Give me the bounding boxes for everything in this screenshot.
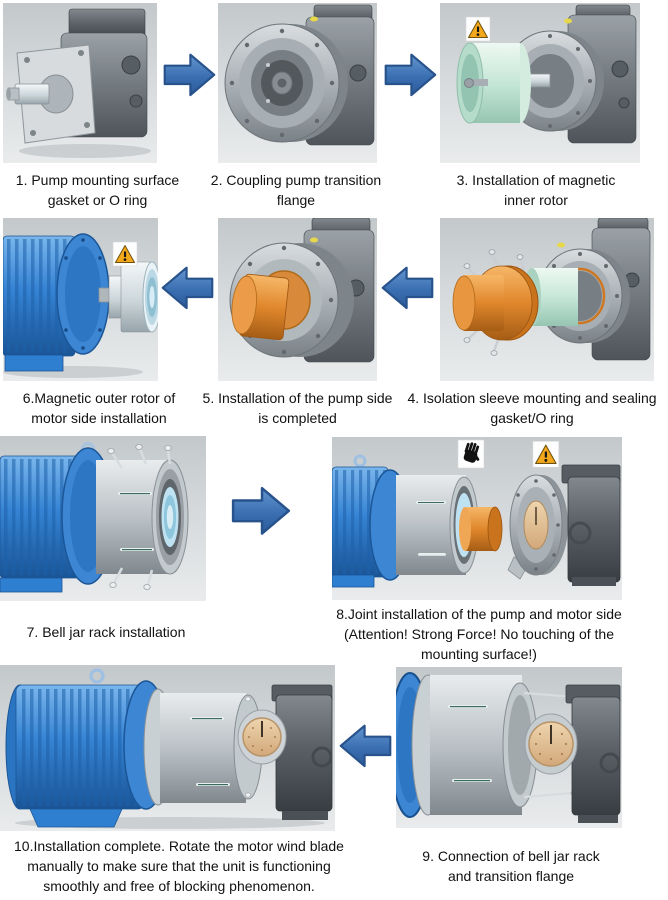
step-1-image [3,3,157,163]
arrow-step5-to-step6 [160,264,215,319]
step-2-image [218,3,377,163]
step-8-image [332,437,622,600]
arrow-step2-to-step3 [383,51,438,102]
eye-bolt [89,668,105,684]
bolt-holes [229,28,335,138]
orange-flanged-cup [452,249,539,356]
no-touch-hand-icon [457,439,485,469]
step-6-image [3,218,158,381]
isolation-cap [231,273,290,341]
arrow-step7-to-step8 [230,484,292,544]
motor-feet [29,808,123,828]
shadow [19,144,151,158]
warning-icon [465,16,491,42]
callout-dot [310,237,318,243]
callout-dot [557,242,565,248]
step-10-caption: 10.Installation complete. Rotate the mot… [14,838,344,894]
pump-body [561,464,621,586]
coupling-gauge [524,713,578,775]
step-4-caption: 4. Isolation sleeve mounting and sealing… [407,390,657,426]
warning-icon [112,241,138,267]
step-7-image [0,436,206,601]
bell-jar-rack [96,443,189,590]
motor [3,233,110,372]
step-3-image [440,3,640,163]
magnetic-inner-rotor [456,42,531,124]
step-10-image [0,665,335,831]
step-7-caption: 7. Bell jar rack installation [26,624,186,640]
bolts [107,443,172,590]
arrow-step4-to-step5 [380,264,435,319]
bell-jar-rack [411,674,580,816]
arrow-step9-to-step10 [338,722,393,772]
step-8-caption: 8.Joint installation of the pump and mot… [336,606,622,662]
transition-flange [224,16,348,143]
motor [5,680,169,828]
callout-dot [564,18,572,24]
callout-dot [310,16,318,22]
motor [0,447,115,593]
magnetic-rotor [459,506,503,552]
coupling-gauge [237,709,287,765]
bell-jar-rack [143,688,263,806]
eye-bolt [353,454,367,468]
transition-flange-disc [507,474,568,580]
warning-icon [532,440,560,468]
step-4-image [440,218,654,381]
magnetic-outer-rotor [108,261,158,333]
step-9-image [396,667,622,828]
pump-shaft [6,83,50,105]
step-5-image [218,218,377,381]
arrow-step1-to-step2 [162,51,217,102]
